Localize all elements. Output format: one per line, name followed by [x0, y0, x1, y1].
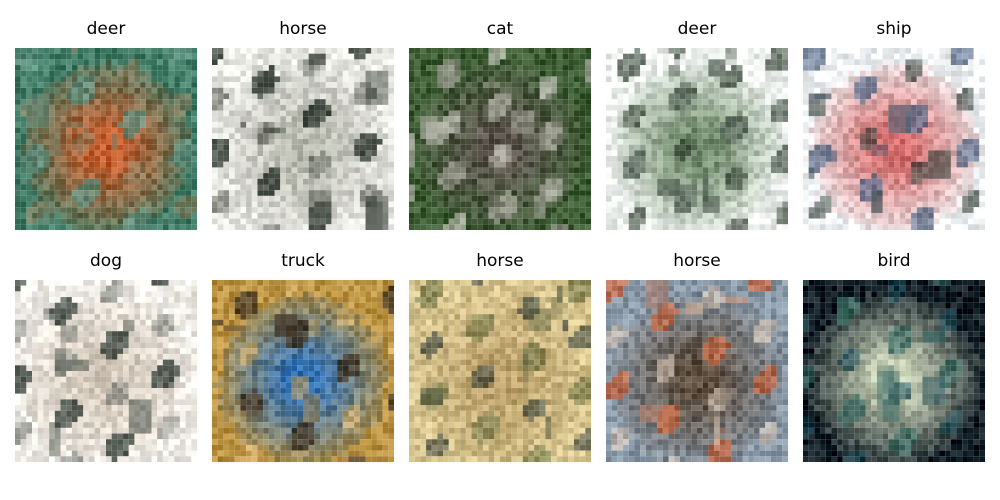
panel-title: bird — [877, 251, 911, 271]
pixel-art — [409, 280, 591, 462]
panel-image — [409, 280, 591, 462]
panel-image — [15, 280, 197, 462]
panel-image — [409, 48, 591, 230]
panel-title: cat — [486, 19, 514, 39]
panel-title: horse — [279, 19, 327, 39]
pixel-art — [15, 280, 197, 462]
pixel-art — [803, 280, 985, 462]
pixel-art — [803, 48, 985, 230]
panel-title: dog — [90, 251, 122, 271]
panel-title: truck — [281, 251, 325, 271]
panel-image — [212, 280, 394, 462]
panel-title: horse — [476, 251, 524, 271]
pixel-art — [212, 280, 394, 462]
pixel-art — [606, 48, 788, 230]
pixel-art — [212, 48, 394, 230]
pixel-art — [606, 280, 788, 462]
panel-image — [803, 280, 985, 462]
panel-image — [212, 48, 394, 230]
panel-image — [803, 48, 985, 230]
pixel-art — [15, 48, 197, 230]
panel-title: ship — [876, 19, 912, 39]
pixel-art — [409, 48, 591, 230]
panel-image — [15, 48, 197, 230]
panel-image — [606, 280, 788, 462]
panel-title: deer — [86, 19, 126, 39]
panel-title: horse — [673, 251, 721, 271]
panel-image — [606, 48, 788, 230]
panel-title: deer — [677, 19, 717, 39]
